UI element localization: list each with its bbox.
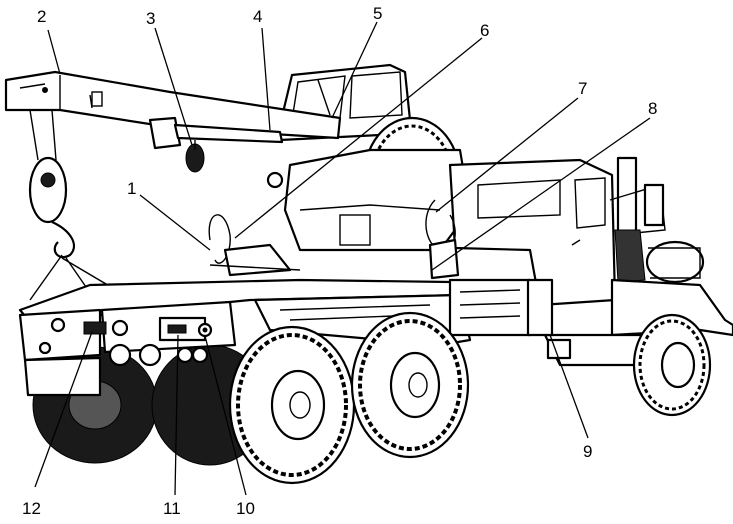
callout-11: 11 <box>163 499 181 518</box>
crane-boom <box>4 70 342 173</box>
callout-5: 5 <box>373 4 383 23</box>
front-wheel <box>632 313 712 417</box>
callout-8: 8 <box>648 99 658 118</box>
tandem-rear-tires <box>228 311 470 485</box>
crane-turret <box>266 148 472 252</box>
callout-6: 6 <box>480 21 490 40</box>
callout-12: 12 <box>22 499 41 518</box>
callout-2: 2 <box>37 7 47 26</box>
winch-controls <box>208 199 460 280</box>
hook-block <box>28 109 151 311</box>
callout-10: 10 <box>236 499 255 518</box>
leader-lines <box>34 21 651 496</box>
callout-4: 4 <box>253 7 263 26</box>
truck-cab <box>448 156 733 367</box>
callout-3: 3 <box>146 9 156 28</box>
callout-9: 9 <box>583 442 593 461</box>
callout-7: 7 <box>578 79 588 98</box>
callout-1: 1 <box>127 179 137 198</box>
